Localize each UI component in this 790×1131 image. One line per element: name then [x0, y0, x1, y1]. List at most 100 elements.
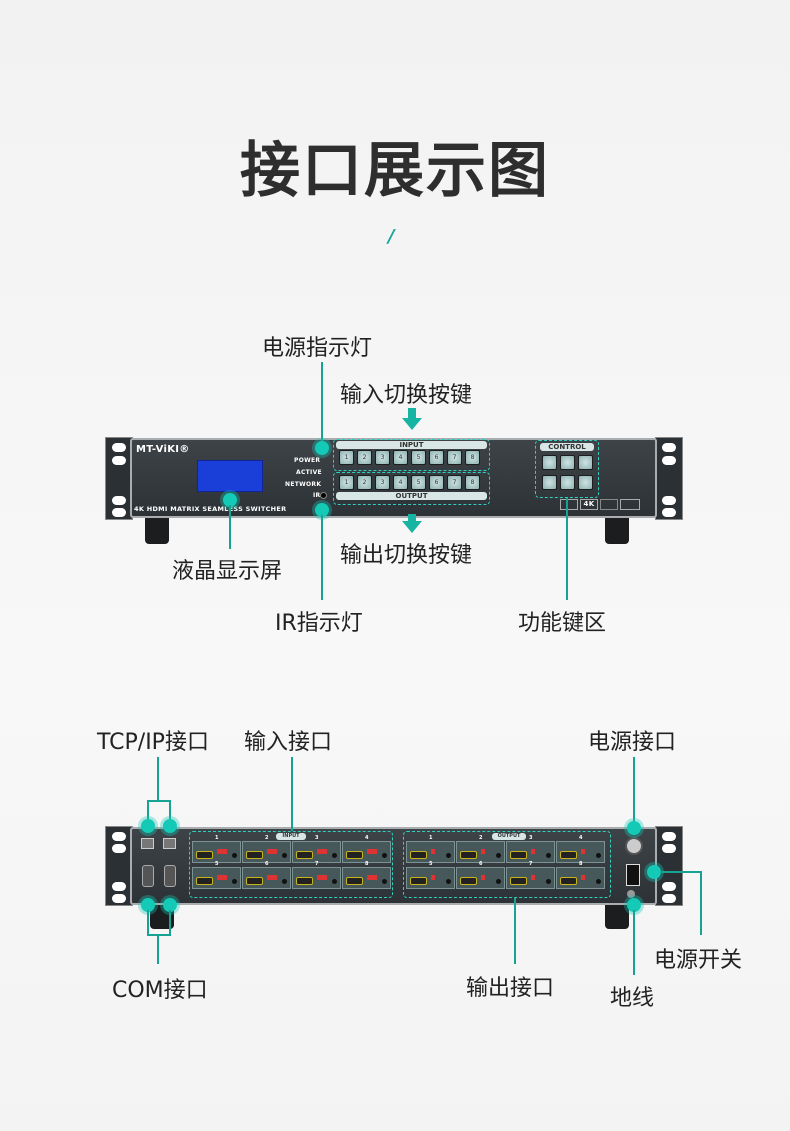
audio-jack	[232, 879, 237, 884]
callout-line	[147, 800, 149, 822]
callout-dot	[163, 898, 177, 912]
port-number: 8	[365, 861, 369, 867]
input-port-4: 4	[342, 835, 391, 863]
audio-jack	[496, 853, 501, 858]
input-key-8[interactable]: 8	[465, 450, 480, 465]
audio-jack	[546, 853, 551, 858]
hdmi-port-icon	[410, 877, 427, 885]
enter-button[interactable]	[542, 475, 557, 490]
callout-dot	[627, 898, 641, 912]
output-key-4[interactable]: 4	[393, 475, 408, 490]
output-port-4: 4	[556, 835, 605, 863]
port-number: 4	[579, 835, 583, 841]
input-port-6: 6	[242, 861, 291, 889]
input-port-8: 8	[342, 861, 391, 889]
input-port-7: 7	[292, 861, 341, 889]
audio-jack	[496, 879, 501, 884]
hdmi-port-icon	[510, 851, 527, 859]
input-key-4[interactable]: 4	[393, 450, 408, 465]
label-power-switch: 电源开关	[654, 948, 743, 973]
callout-line	[566, 498, 568, 600]
hdmi-port-icon	[246, 877, 263, 885]
callout-dot	[315, 441, 329, 455]
output-port-2: 2	[456, 835, 505, 863]
callout-dot	[627, 821, 641, 835]
output-key-2[interactable]: 2	[357, 475, 372, 490]
port-number: 6	[265, 861, 269, 867]
up-button[interactable]	[560, 455, 575, 470]
label-ir-led: IR指示灯	[275, 611, 363, 636]
output-port-5: 5	[406, 861, 455, 889]
callout-dot	[141, 898, 155, 912]
arrow-down-icon	[408, 514, 416, 522]
call-button[interactable]	[578, 475, 593, 490]
video-wall-badge	[600, 499, 618, 510]
output-key-7[interactable]: 7	[447, 475, 462, 490]
dip-switch	[217, 875, 227, 880]
lcd-screen	[197, 460, 263, 492]
divider-mark: /	[388, 226, 395, 247]
down-button[interactable]	[560, 475, 575, 490]
ir-label: IR	[313, 492, 321, 499]
control-header: CONTROL	[540, 443, 594, 451]
audio-jack	[382, 853, 387, 858]
port-number: 3	[315, 835, 319, 841]
label-lcd: 液晶显示屏	[172, 559, 283, 584]
dip-switch	[317, 849, 327, 854]
input-key-5[interactable]: 5	[411, 450, 426, 465]
dip-switch	[367, 875, 377, 880]
rack-ear-right	[655, 437, 683, 520]
dip-switch	[531, 875, 535, 880]
audio-jack	[596, 853, 601, 858]
hdmi-port-icon	[560, 851, 577, 859]
seamless-badge	[560, 499, 578, 510]
callout-line	[321, 515, 323, 600]
menu-button[interactable]	[542, 455, 557, 470]
label-function-keys: 功能键区	[518, 611, 607, 636]
callout-dot	[163, 819, 177, 833]
power-switch[interactable]	[626, 864, 640, 886]
hdmi-port-icon	[346, 851, 363, 859]
port-number: 3	[529, 835, 533, 841]
input-key-2[interactable]: 2	[357, 450, 372, 465]
input-key-7[interactable]: 7	[447, 450, 462, 465]
dip-switch	[481, 875, 485, 880]
input-key-1[interactable]: 1	[339, 450, 354, 465]
callout-dot	[647, 865, 661, 879]
callout-line	[633, 910, 635, 975]
port-number: 6	[479, 861, 483, 867]
active-label: ACTIVE	[296, 469, 322, 476]
com-port-2	[164, 865, 176, 887]
output-key-6[interactable]: 6	[429, 475, 444, 490]
output-key-8[interactable]: 8	[465, 475, 480, 490]
label-input-ports: 输入接口	[244, 730, 333, 755]
output-key-3[interactable]: 3	[375, 475, 390, 490]
hdmi-port-icon	[346, 877, 363, 885]
dip-switch	[431, 849, 435, 854]
input-key-3[interactable]: 3	[375, 450, 390, 465]
callout-line	[633, 757, 635, 822]
output-key-5[interactable]: 5	[411, 475, 426, 490]
hdmi-port-icon	[246, 851, 263, 859]
port-number: 1	[215, 835, 219, 841]
output-header: OUTPUT	[336, 492, 487, 500]
audio-jack	[332, 879, 337, 884]
port-number: 2	[265, 835, 269, 841]
callout-dot	[223, 493, 237, 507]
label-ground: 地线	[610, 986, 655, 1011]
callout-line	[147, 800, 171, 802]
rack-foot	[145, 518, 169, 544]
hdmi-port-icon	[410, 851, 427, 859]
output-port-7: 7	[506, 861, 555, 889]
callout-line	[229, 505, 231, 549]
output-key-1[interactable]: 1	[339, 475, 354, 490]
hdmi-port-icon	[196, 877, 213, 885]
rack-ear-left	[105, 826, 133, 906]
audio-jack	[446, 879, 451, 884]
power-label: POWER	[294, 457, 321, 464]
save-button[interactable]	[578, 455, 593, 470]
hdmi-port-icon	[460, 851, 477, 859]
input-key-6[interactable]: 6	[429, 450, 444, 465]
audio-badge	[620, 499, 640, 510]
